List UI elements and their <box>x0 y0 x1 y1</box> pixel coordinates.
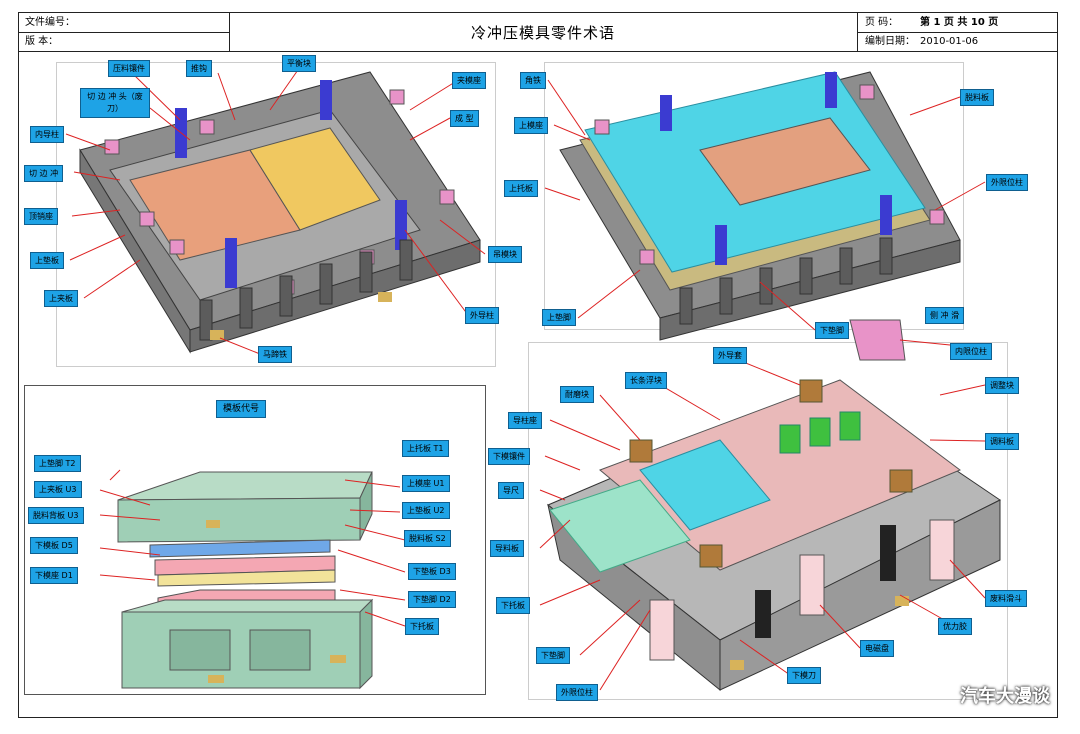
callout-feed-guide-plate: 导料板 <box>490 540 524 557</box>
plate-code-stripper: 脱料板 S2 <box>404 530 451 547</box>
callout-horseshoe: 马蹄铁 <box>258 346 292 363</box>
callout-lower-spacer: 下垫脚 <box>815 322 849 339</box>
callout-upper-die-seat: 上模座 <box>514 117 548 134</box>
plate-code-lower-die-plate: 下模板 D5 <box>30 537 78 554</box>
lower-die-drawing <box>547 319 1001 692</box>
plate-code-lower-support: 下托板 <box>405 618 439 635</box>
callout-inner-guide-post: 内导柱 <box>30 126 64 143</box>
callout-trim-punch: 切 边 冲 <box>24 165 64 182</box>
callout-balance-block: 平衡块 <box>282 55 316 72</box>
callout-upper-clamp-plate: 上夹板 <box>44 290 78 307</box>
callout-adjust-block: 调整块 <box>985 377 1019 394</box>
plate-code-upper-support: 上托板 T1 <box>402 440 449 457</box>
callout-stripper-plate: 脱料板 <box>960 89 994 106</box>
plate-code-upper-die-seat: 上模座 U1 <box>402 475 450 492</box>
plate-code-upper-backing: 上垫板 U2 <box>402 502 450 519</box>
divider <box>229 13 230 51</box>
leader-lines <box>65 66 986 691</box>
callout-long-float-block: 长条浮块 <box>625 372 667 389</box>
watermark: 汽车大漫谈 <box>960 686 1050 707</box>
date-label: 编制日期： <box>865 36 915 47</box>
page-label: 页 码： <box>865 17 899 28</box>
callout-side-cam: 侧 冲 滑 <box>925 307 965 324</box>
callout-lower-support-plate: 下托板 <box>496 597 530 614</box>
plate-code-lower-die-seat: 下模座 D1 <box>30 567 78 584</box>
callout-scrap-chute: 废料滑斗 <box>985 590 1027 607</box>
plate-code-upper-clamp: 上夹板 U3 <box>34 481 82 498</box>
callout-outer-stop-post-br: 外限位柱 <box>556 684 598 701</box>
callout-material-plate: 调料板 <box>985 433 1019 450</box>
divider <box>19 32 229 33</box>
upper-die-flipped-drawing <box>559 71 961 341</box>
plate-code-lower-spacer: 下垫脚 D2 <box>408 591 456 608</box>
callout-push-hook: 推钩 <box>186 60 212 77</box>
callout-guide-post-seat: 导柱座 <box>508 412 542 429</box>
callout-upper-support-plate: 上托板 <box>504 180 538 197</box>
callout-outer-guide-bush: 外导套 <box>713 347 747 364</box>
callout-forming: 成 型 <box>450 110 479 127</box>
plate-code-upper-spacer: 上垫脚 T2 <box>34 455 81 472</box>
callout-outer-stop-post: 外限位柱 <box>986 174 1028 191</box>
date-value: 2010-01-06 <box>920 36 979 47</box>
callout-lower-die-insert: 下模镶件 <box>488 448 530 465</box>
callout-pressure-insert: 压料镶件 <box>108 60 150 77</box>
callout-upper-backing-plate: 上垫板 <box>30 252 64 269</box>
version-label: 版 本： <box>25 36 59 47</box>
page-value: 第 1 页 共 10 页 <box>920 17 999 28</box>
panel-lower-die-frame <box>528 342 1008 700</box>
callout-solenoid: 电磁盘 <box>860 640 894 657</box>
callout-lower-cutter: 下模刀 <box>787 667 821 684</box>
callout-pin-seat: 顶销座 <box>24 208 58 225</box>
callout-urethane: 优力胶 <box>938 618 972 635</box>
plate-stack-drawing <box>117 471 374 690</box>
page-title: 冷冲压模具零件术语 <box>470 24 615 42</box>
callout-outer-guide-post: 外导柱 <box>465 307 499 324</box>
divider <box>857 32 1057 33</box>
callout-wear-block: 耐磨块 <box>560 386 594 403</box>
callout-clamp-seat: 夹模座 <box>452 72 486 89</box>
callout-angle-iron: 角铁 <box>520 72 546 89</box>
callout-lifting-block: 吊模块 <box>488 246 522 263</box>
doc-number-label: 文件编号： <box>25 17 75 28</box>
callout-lower-spacer-br: 下垫脚 <box>536 647 570 664</box>
plate-code-title: 模板代号 <box>216 400 267 418</box>
callout-guide-rail: 导尺 <box>498 482 524 499</box>
title-block: 文件编号： 版 本： 冷冲压模具零件术语 页 码： 第 1 页 共 10 页 编… <box>18 12 1058 52</box>
upper-die-drawing <box>79 71 481 354</box>
callout-trim-punch-head: 切 边 冲 头（废刀） <box>80 88 150 118</box>
callout-upper-spacer: 上垫脚 <box>542 309 576 326</box>
panel-plate-codes-frame <box>24 385 486 695</box>
plate-code-stripper-back: 脱料背板 U3 <box>28 507 84 524</box>
plate-code-lower-backing: 下垫板 D3 <box>408 563 456 580</box>
panel-upper-die-flipped-frame <box>544 62 964 330</box>
callout-inner-stop-post: 内限位柱 <box>950 343 992 360</box>
